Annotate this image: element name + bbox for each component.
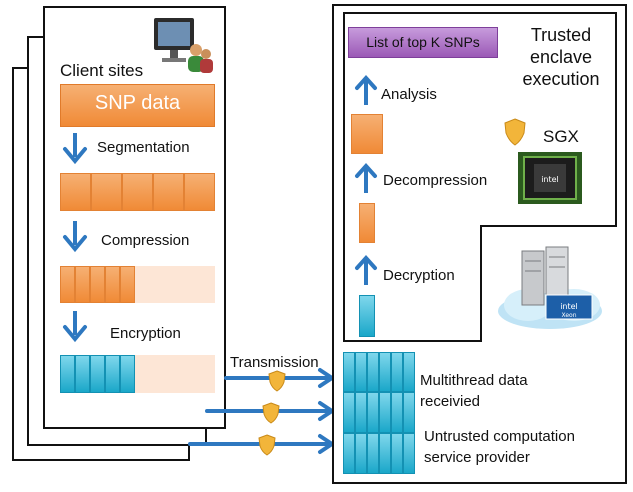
received-cell bbox=[367, 433, 379, 474]
compressed-segment bbox=[105, 266, 120, 303]
received-cell bbox=[367, 352, 379, 392]
segment bbox=[60, 173, 91, 211]
decompressed-block bbox=[351, 114, 383, 154]
shield-icon bbox=[258, 434, 276, 456]
compressed-segment bbox=[60, 266, 75, 303]
received-data-grid bbox=[343, 352, 415, 474]
encrypted-block bbox=[359, 295, 375, 337]
enclave-title: Trusted enclave execution bbox=[522, 25, 600, 89]
decryption-label: Decryption bbox=[383, 267, 455, 284]
client-sites-title: Client sites bbox=[60, 61, 144, 80]
encrypted-segment bbox=[105, 355, 120, 393]
shield-icon bbox=[268, 370, 286, 392]
sgx-label: SGX bbox=[543, 127, 579, 146]
shield-icon bbox=[262, 402, 280, 424]
received-cell bbox=[379, 433, 391, 474]
encrypted-segment bbox=[90, 355, 105, 393]
up-arrow-2 bbox=[355, 163, 377, 193]
segment bbox=[153, 173, 184, 211]
snp-data-box bbox=[60, 84, 215, 127]
computer-users-icon bbox=[150, 16, 214, 76]
up-arrow-3 bbox=[355, 255, 377, 285]
decompression-label: Decompression bbox=[383, 172, 488, 189]
received-cell bbox=[355, 433, 367, 474]
encrypted-segment bbox=[60, 355, 75, 393]
compressed-bar bbox=[60, 266, 135, 303]
segmentation-label: Segmentation bbox=[97, 139, 190, 156]
received-cell bbox=[343, 352, 355, 392]
segment bbox=[184, 173, 215, 211]
compressed-segment bbox=[120, 266, 135, 303]
compressed-segment bbox=[75, 266, 90, 303]
received-cell bbox=[355, 352, 367, 392]
encrypted-segment bbox=[75, 355, 90, 393]
received-cell bbox=[403, 392, 415, 433]
received-cell bbox=[343, 433, 355, 474]
segment bbox=[91, 173, 122, 211]
provider-label: Untrusted computation service provider bbox=[424, 428, 575, 466]
transmission-label: Transmission bbox=[230, 354, 319, 371]
up-arrow-1 bbox=[355, 75, 377, 105]
received-cell bbox=[367, 392, 379, 433]
down-arrow-1 bbox=[63, 133, 87, 165]
result-box bbox=[348, 27, 498, 58]
down-arrow-3 bbox=[63, 311, 87, 343]
shield-icon bbox=[504, 118, 526, 146]
encrypted-segment bbox=[120, 355, 135, 393]
received-cell bbox=[379, 352, 391, 392]
received-cell bbox=[379, 392, 391, 433]
compressed-segment bbox=[90, 266, 105, 303]
received-cell bbox=[391, 433, 403, 474]
svg-text:intel: intel bbox=[560, 302, 578, 311]
encrypted-bar bbox=[60, 355, 135, 393]
snp-data-label: SNP data bbox=[94, 92, 181, 114]
down-arrow-2 bbox=[63, 221, 87, 253]
compression-label: Compression bbox=[101, 232, 190, 249]
cloud-server-icon: intel Xeon bbox=[494, 245, 606, 333]
received-cell bbox=[403, 352, 415, 392]
received-cell bbox=[355, 392, 367, 433]
segmented-bar bbox=[60, 173, 215, 211]
analysis-label: Analysis bbox=[381, 86, 437, 103]
received-cell bbox=[343, 392, 355, 433]
result-label: List of top K SNPs bbox=[366, 34, 480, 50]
received-cell bbox=[403, 433, 415, 474]
received-label: Multithread data receivied bbox=[420, 372, 528, 410]
segment bbox=[122, 173, 153, 211]
processor-chip-icon: intel bbox=[518, 152, 582, 204]
svg-text:intel: intel bbox=[541, 175, 559, 184]
received-cell bbox=[391, 352, 403, 392]
encryption-label: Encryption bbox=[110, 325, 181, 342]
received-cell bbox=[391, 392, 403, 433]
compressed-block bbox=[359, 203, 375, 243]
svg-text:Xeon: Xeon bbox=[561, 312, 576, 319]
